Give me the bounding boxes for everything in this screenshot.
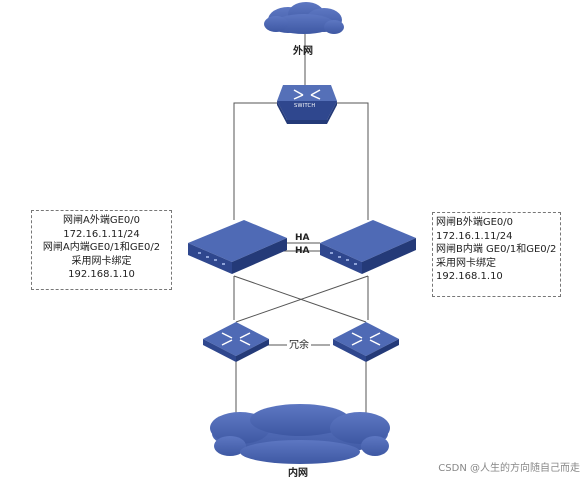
internet-cloud [264, 2, 344, 34]
internet-label: 外网 [293, 46, 313, 57]
firewall-b [320, 220, 416, 274]
switch-text: SWITCH [294, 103, 316, 109]
link-switch-to-firewall-a [233, 102, 277, 220]
watermark: CSDN @人生的方向随自己而走 [438, 463, 580, 474]
link-firewall-a-to-switch-right [233, 275, 367, 323]
gateway-a-line-4: 采用网卡绑定 [71, 255, 132, 267]
gateway-a-line-2: 172.16.1.11/24 [63, 228, 140, 240]
ha-top-label: HA [295, 233, 310, 243]
gateway-b-info-box: 网闸B外端GE0/0 172.16.1.11/24 网闸B内端 GE0/1和GE… [432, 212, 561, 297]
gateway-a-info-box: 网闸A外端GE0/0 172.16.1.11/24 网闸A内端GE0/1和GE0… [31, 210, 172, 290]
gateway-a-line-1: 网闸A外端GE0/0 [62, 215, 140, 226]
gateway-b-line-1: 网闸B外端GE0/0 [436, 217, 514, 228]
gateway-a-line-3: 网闸A内端GE0/1和GE0/2 [42, 242, 161, 253]
links [233, 34, 369, 414]
intranet-label: 内网 [288, 468, 308, 479]
top-switch [277, 85, 337, 124]
switch-left [203, 322, 269, 362]
gateway-b-line-4: 采用网卡绑定 [436, 257, 496, 269]
link-switch-to-firewall-b [337, 102, 369, 220]
intranet-cloud [210, 404, 390, 464]
gateway-b-line-5: 192.168.1.10 [436, 271, 503, 282]
gateway-a-line-5: 192.168.1.10 [68, 269, 135, 280]
gateway-b-line-2: 172.16.1.11/24 [436, 230, 513, 242]
link-firewall-b-to-switch-left [235, 275, 369, 323]
ha-bottom-label: HA [295, 246, 310, 256]
switch-right [333, 322, 399, 362]
firewall-a [188, 220, 287, 274]
redundant-label: 冗余 [287, 339, 311, 352]
gateway-b-line-3: 网闸B内端 GE0/1和GE0/2 [436, 244, 557, 255]
